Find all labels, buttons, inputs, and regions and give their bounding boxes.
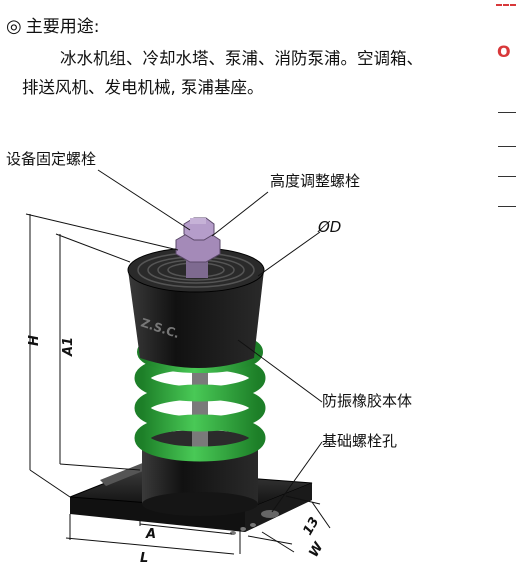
label-height-bolt: 高度调整螺栓 <box>270 172 360 190</box>
usage-line-2: 排送风机、发电机械, 泵浦基座。 <box>22 78 264 97</box>
base-hole-icon <box>261 510 279 518</box>
usage-paragraph: 冰水机组、冷却水塔、泵浦、消防泵浦。空调箱、 排送风机、发电机械, 泵浦基座。 <box>22 44 482 102</box>
label-diameter: ØD <box>317 218 341 236</box>
bullet-circle-icon: ◎ <box>6 16 22 37</box>
dim-a1: A1 <box>61 337 76 357</box>
usage-line-1: 冰水机组、冷却水塔、泵浦、消防泵浦。空调箱、 <box>22 44 482 73</box>
label-equipment-bolt: 设备固定螺栓 <box>6 150 96 168</box>
usage-line-1-text: 冰水机组、冷却水塔、泵浦、消防泵浦。空调箱、 <box>60 49 423 68</box>
adjust-bolt <box>175 217 221 278</box>
dim-l: L <box>140 551 148 566</box>
right-rule-2 <box>498 146 516 147</box>
leader-lines <box>97 169 323 513</box>
usage-heading: ◎主要用途: <box>6 16 99 38</box>
right-rule-3 <box>498 176 516 177</box>
right-rule-4 <box>498 206 516 207</box>
spring-mount-diagram: Z.S.C. 设备固定螺栓 高度调整螺栓 ØD 防振橡胶本体 基础 <box>6 150 412 566</box>
dim-h: H <box>27 335 42 346</box>
right-bullet-icon: O <box>497 42 511 61</box>
dimension-lines <box>25 213 331 555</box>
right-rule-1 <box>498 112 516 113</box>
usage-title: 主要用途: <box>25 17 100 37</box>
dim-w: W <box>306 540 326 560</box>
dim-a: A <box>145 527 156 542</box>
label-base-hole: 基础螺栓孔 <box>322 432 397 450</box>
dim-hole: 13 <box>300 515 322 538</box>
label-rubber-body: 防振橡胶本体 <box>322 392 412 410</box>
right-dashed-rule <box>496 4 516 6</box>
